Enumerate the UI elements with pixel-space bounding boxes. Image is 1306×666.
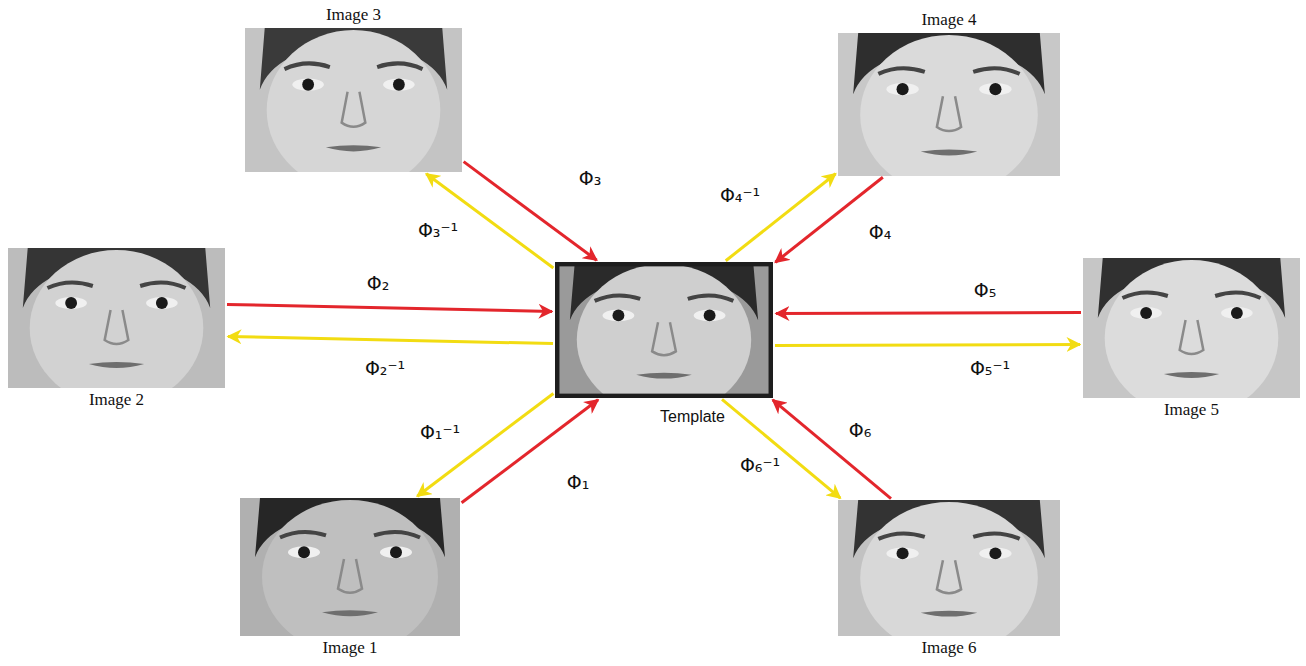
forward-transform-arrow [227,304,552,311]
transform-label: Φ₄ [866,221,895,244]
transform-label: Φ₅ [971,279,1000,302]
mouth [89,362,144,368]
eye-white [146,297,178,309]
face-oval [860,35,1038,176]
face-image: Image 6 [838,500,1060,636]
pupil [1140,307,1152,319]
image-caption: Image 6 [921,639,976,658]
face-oval [1105,260,1279,398]
mouth [1164,372,1219,378]
mouth [921,611,978,617]
eye-white [979,548,1011,560]
eyebrows [284,63,422,69]
pupil [897,83,909,95]
eye-white [292,78,324,90]
eye-white [886,548,918,560]
eye-white [979,83,1011,95]
nose [1180,320,1204,354]
pupil [989,548,1001,560]
inverse-transform-arrow [722,399,840,498]
image-caption: Image 4 [921,11,976,30]
inverse-transform-arrow [775,344,1080,345]
face-photo [8,248,225,388]
image-caption: Image 2 [89,391,144,410]
mouth [921,149,978,155]
face-photo [240,498,460,636]
pupil [65,297,77,309]
pupil [1231,307,1243,319]
eye-white [1130,307,1162,319]
template-face-image: Template [555,262,773,398]
pupil [302,78,314,90]
nose [338,559,362,593]
image-caption: Template [660,408,725,426]
image-caption: Image 5 [1164,401,1219,420]
eye-white [55,297,87,309]
eye-white [603,310,635,322]
transform-label: Φ₂ [364,272,393,295]
face-image: Image 4 [838,33,1060,176]
eye-white [694,310,726,322]
eyebrows [280,532,420,537]
image-caption: Image 3 [326,6,381,25]
mouth [636,373,691,379]
eyebrows [878,533,1019,538]
mouth [326,145,381,151]
template-border [557,264,771,396]
face-oval [30,250,204,388]
eyebrows [47,282,185,288]
face-image: Image 5 [1083,258,1300,398]
forward-transform-arrow [776,312,1081,313]
pupil [298,546,310,558]
nose [342,92,366,127]
transform-label: Φ₆ [846,419,875,442]
inverse-transform-arrow [417,393,553,496]
pupil [393,78,405,90]
forward-transform-arrow [462,400,598,503]
eye-white [1221,307,1253,319]
face-oval [267,30,441,172]
transform-label: Φ₁⁻¹ [417,421,463,444]
inverse-transform-arrow [228,336,553,343]
eyebrows [1122,292,1260,298]
eyebrows [595,295,734,300]
face-oval [262,500,438,636]
eye-white [380,546,412,558]
transform-label: Φ₂⁻¹ [362,357,408,380]
image-caption: Image 1 [322,639,377,658]
nose [937,560,961,593]
face-image: Image 3 [245,28,462,172]
face-photo [1083,258,1300,398]
face-photo [838,33,1060,176]
face-photo [838,500,1060,636]
pupil [612,310,624,322]
transform-label: Φ₆⁻¹ [737,454,783,477]
face-oval [577,264,751,398]
face-image: Image 2 [8,248,225,388]
pupil [897,548,909,560]
eye-white [383,78,415,90]
nose [937,96,961,131]
face-photo [245,28,462,172]
face-image: Image 1 [240,498,460,636]
mouth [322,610,378,616]
transform-label: Φ₁ [564,471,593,494]
pupil [390,546,402,558]
forward-transform-arrow [773,400,891,499]
pupil [156,297,168,309]
eye-white [886,83,918,95]
eye-white [288,546,320,558]
nose [105,310,129,344]
pupil [704,310,716,322]
face-oval [860,502,1038,636]
transform-label: Φ₅⁻¹ [967,357,1013,380]
nose [652,322,676,355]
transform-label: Φ₃⁻¹ [415,219,461,242]
transform-label: Φ₄⁻¹ [717,184,763,207]
transform-label: Φ₃ [576,167,605,190]
pupil [989,83,1001,95]
face-photo [555,262,773,398]
eyebrows [878,68,1019,74]
